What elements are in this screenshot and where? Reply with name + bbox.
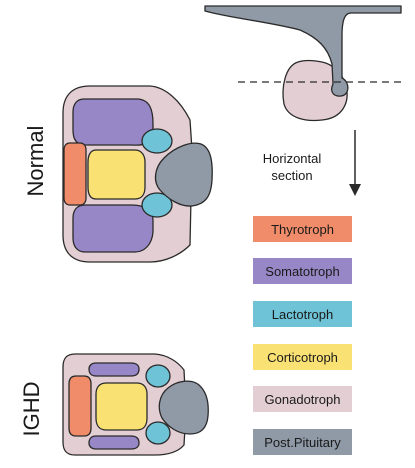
ighd-section xyxy=(62,353,209,456)
legend-gonadotroph-label: Gonadotroph xyxy=(264,391,341,407)
ighd-thyrotroph xyxy=(68,375,92,437)
normal-thyrotroph xyxy=(63,142,87,206)
ighd-posterior-lobe xyxy=(158,380,209,435)
normal-posterior-lobe xyxy=(154,142,213,207)
ighd-lactotroph-lower xyxy=(145,421,171,445)
ighd-somatotroph-lower xyxy=(88,435,140,450)
normal-somatotroph-lower xyxy=(72,204,154,253)
legend-somatotroph: Somatotroph xyxy=(253,258,352,284)
ighd-label: IGHD xyxy=(19,381,44,437)
legend-lactotroph: Lactotroph xyxy=(253,301,352,327)
ighd-somatotroph-upper xyxy=(88,362,140,377)
legend-gonadotroph: Gonadotroph xyxy=(253,386,352,412)
normal-somatotroph-upper xyxy=(72,98,154,146)
legend-post-pituitary: Post.Pituitary xyxy=(253,429,352,455)
legend-thyrotroph: Thyrotroph xyxy=(253,216,352,242)
horizontal-section-caption: Horizontal section xyxy=(262,151,322,183)
down-arrow-icon xyxy=(349,184,361,196)
legend-lactotroph-label: Lactotroph xyxy=(271,306,334,322)
legend-post-pituitary-label: Post.Pituitary xyxy=(264,434,341,450)
anterior-lobe-sagittal xyxy=(282,59,348,122)
normal-section xyxy=(62,85,213,263)
normal-lactotroph-upper xyxy=(141,128,173,154)
hypothalamus-stalk-posterior-lobe xyxy=(204,5,402,97)
normal-label: Normal xyxy=(23,125,48,197)
sagittal-pituitary xyxy=(204,5,402,122)
legend-corticotroph-label: Corticotroph xyxy=(267,349,338,365)
ighd-lactotroph-upper xyxy=(145,364,171,388)
normal-lactotroph-lower xyxy=(141,192,173,218)
legend-corticotroph: Corticotroph xyxy=(253,344,352,370)
legend-somatotroph-label: Somatotroph xyxy=(265,263,340,279)
ighd-corticotroph xyxy=(95,382,148,431)
legend-thyrotroph-label: Thyrotroph xyxy=(271,221,334,237)
normal-corticotroph xyxy=(87,149,146,200)
